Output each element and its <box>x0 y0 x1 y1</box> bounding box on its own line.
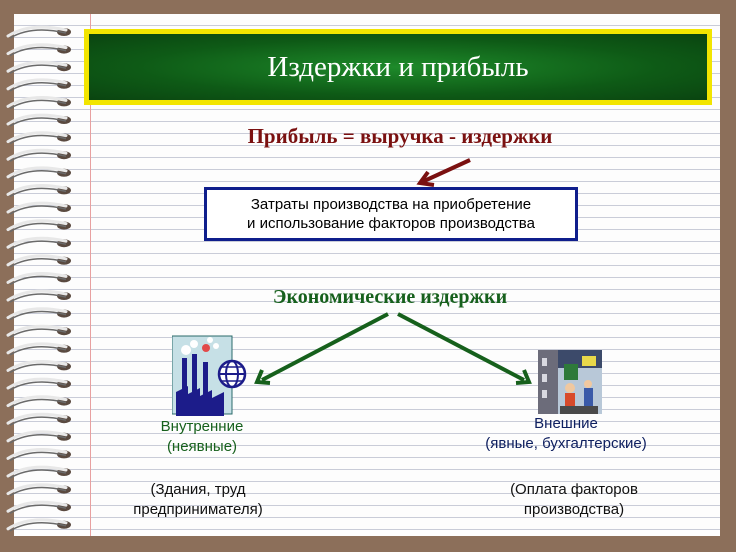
spiral-ring <box>6 43 71 57</box>
spiral-binding <box>6 25 71 532</box>
external-costs-example-line2: производства) <box>523 501 625 518</box>
arrow-to-external-head <box>515 369 532 385</box>
spiral-ring <box>6 447 71 462</box>
spiral-ring <box>6 500 71 514</box>
spiral-ring <box>6 78 71 92</box>
external-costs-example-line1: (Оплата факторов <box>510 481 638 498</box>
external-costs-title: Внешние <box>534 415 598 432</box>
spiral-ring <box>6 342 71 356</box>
internal-costs-example-line2: предпринимателя) <box>133 501 263 518</box>
external-costs-subtitle: (явные, бухгалтерские) <box>485 435 647 452</box>
slide-title: Издержки и прибыль <box>267 50 529 83</box>
spiral-ring <box>6 95 71 110</box>
costs-definition-line2: и использование факторов производства <box>247 215 535 232</box>
title-banner: Издержки и прибыль <box>84 29 712 105</box>
economic-costs-heading: Экономические издержки <box>272 286 508 308</box>
spiral-ring <box>6 430 71 444</box>
spiral-ring <box>6 307 71 321</box>
spiral-ring <box>6 113 71 127</box>
arrow-to-formula-head <box>416 170 435 187</box>
internal-costs-example: (Здания, труд предпринимателя) <box>98 480 298 520</box>
spiral-ring <box>6 219 71 233</box>
spiral-ring <box>6 324 71 338</box>
spiral-ring <box>6 60 71 74</box>
external-costs-example: (Оплата факторов производства) <box>466 480 682 520</box>
spiral-ring <box>6 166 71 180</box>
spiral-ring <box>6 465 71 479</box>
arrow-to-internal <box>261 312 389 382</box>
internal-costs-label: Внутренние (неявные) <box>112 417 292 457</box>
spiral-ring <box>6 483 71 497</box>
spiral-ring <box>6 183 71 198</box>
external-costs-label: Внешние (явные, бухгалтерские) <box>446 414 686 454</box>
spiral-ring <box>6 236 71 250</box>
profit-formula: Прибыль = выручка - издержки <box>247 124 553 148</box>
spiral-ring <box>6 271 71 286</box>
internal-costs-subtitle: (неявные) <box>166 438 238 455</box>
spiral-ring <box>6 131 71 145</box>
spiral-ring <box>6 25 71 39</box>
spiral-ring <box>6 254 71 268</box>
spiral-ring <box>6 289 71 303</box>
spiral-ring <box>6 359 71 374</box>
internal-costs-example-line1: (Здания, труд <box>150 481 246 498</box>
internal-costs-title: Внутренние <box>160 418 244 435</box>
spiral-ring <box>6 518 71 532</box>
costs-definition-line1: Затраты производства на приобретение <box>250 196 532 213</box>
title-banner-inner: Издержки и прибыль <box>89 34 707 100</box>
arrow-to-formula <box>421 158 471 184</box>
spiral-ring <box>6 377 71 391</box>
spiral-ring <box>6 412 71 426</box>
arrow-to-internal-head <box>254 369 271 385</box>
factory-icon <box>172 335 247 416</box>
spiral-ring <box>6 148 71 162</box>
street-scene-icon <box>538 350 602 414</box>
costs-definition-text: Затраты производства на приобретение и и… <box>207 190 575 238</box>
arrow-to-external <box>397 312 525 382</box>
spiral-ring <box>6 201 71 215</box>
costs-definition-box: Затраты производства на приобретение и и… <box>204 187 578 241</box>
spiral-ring <box>6 395 71 409</box>
